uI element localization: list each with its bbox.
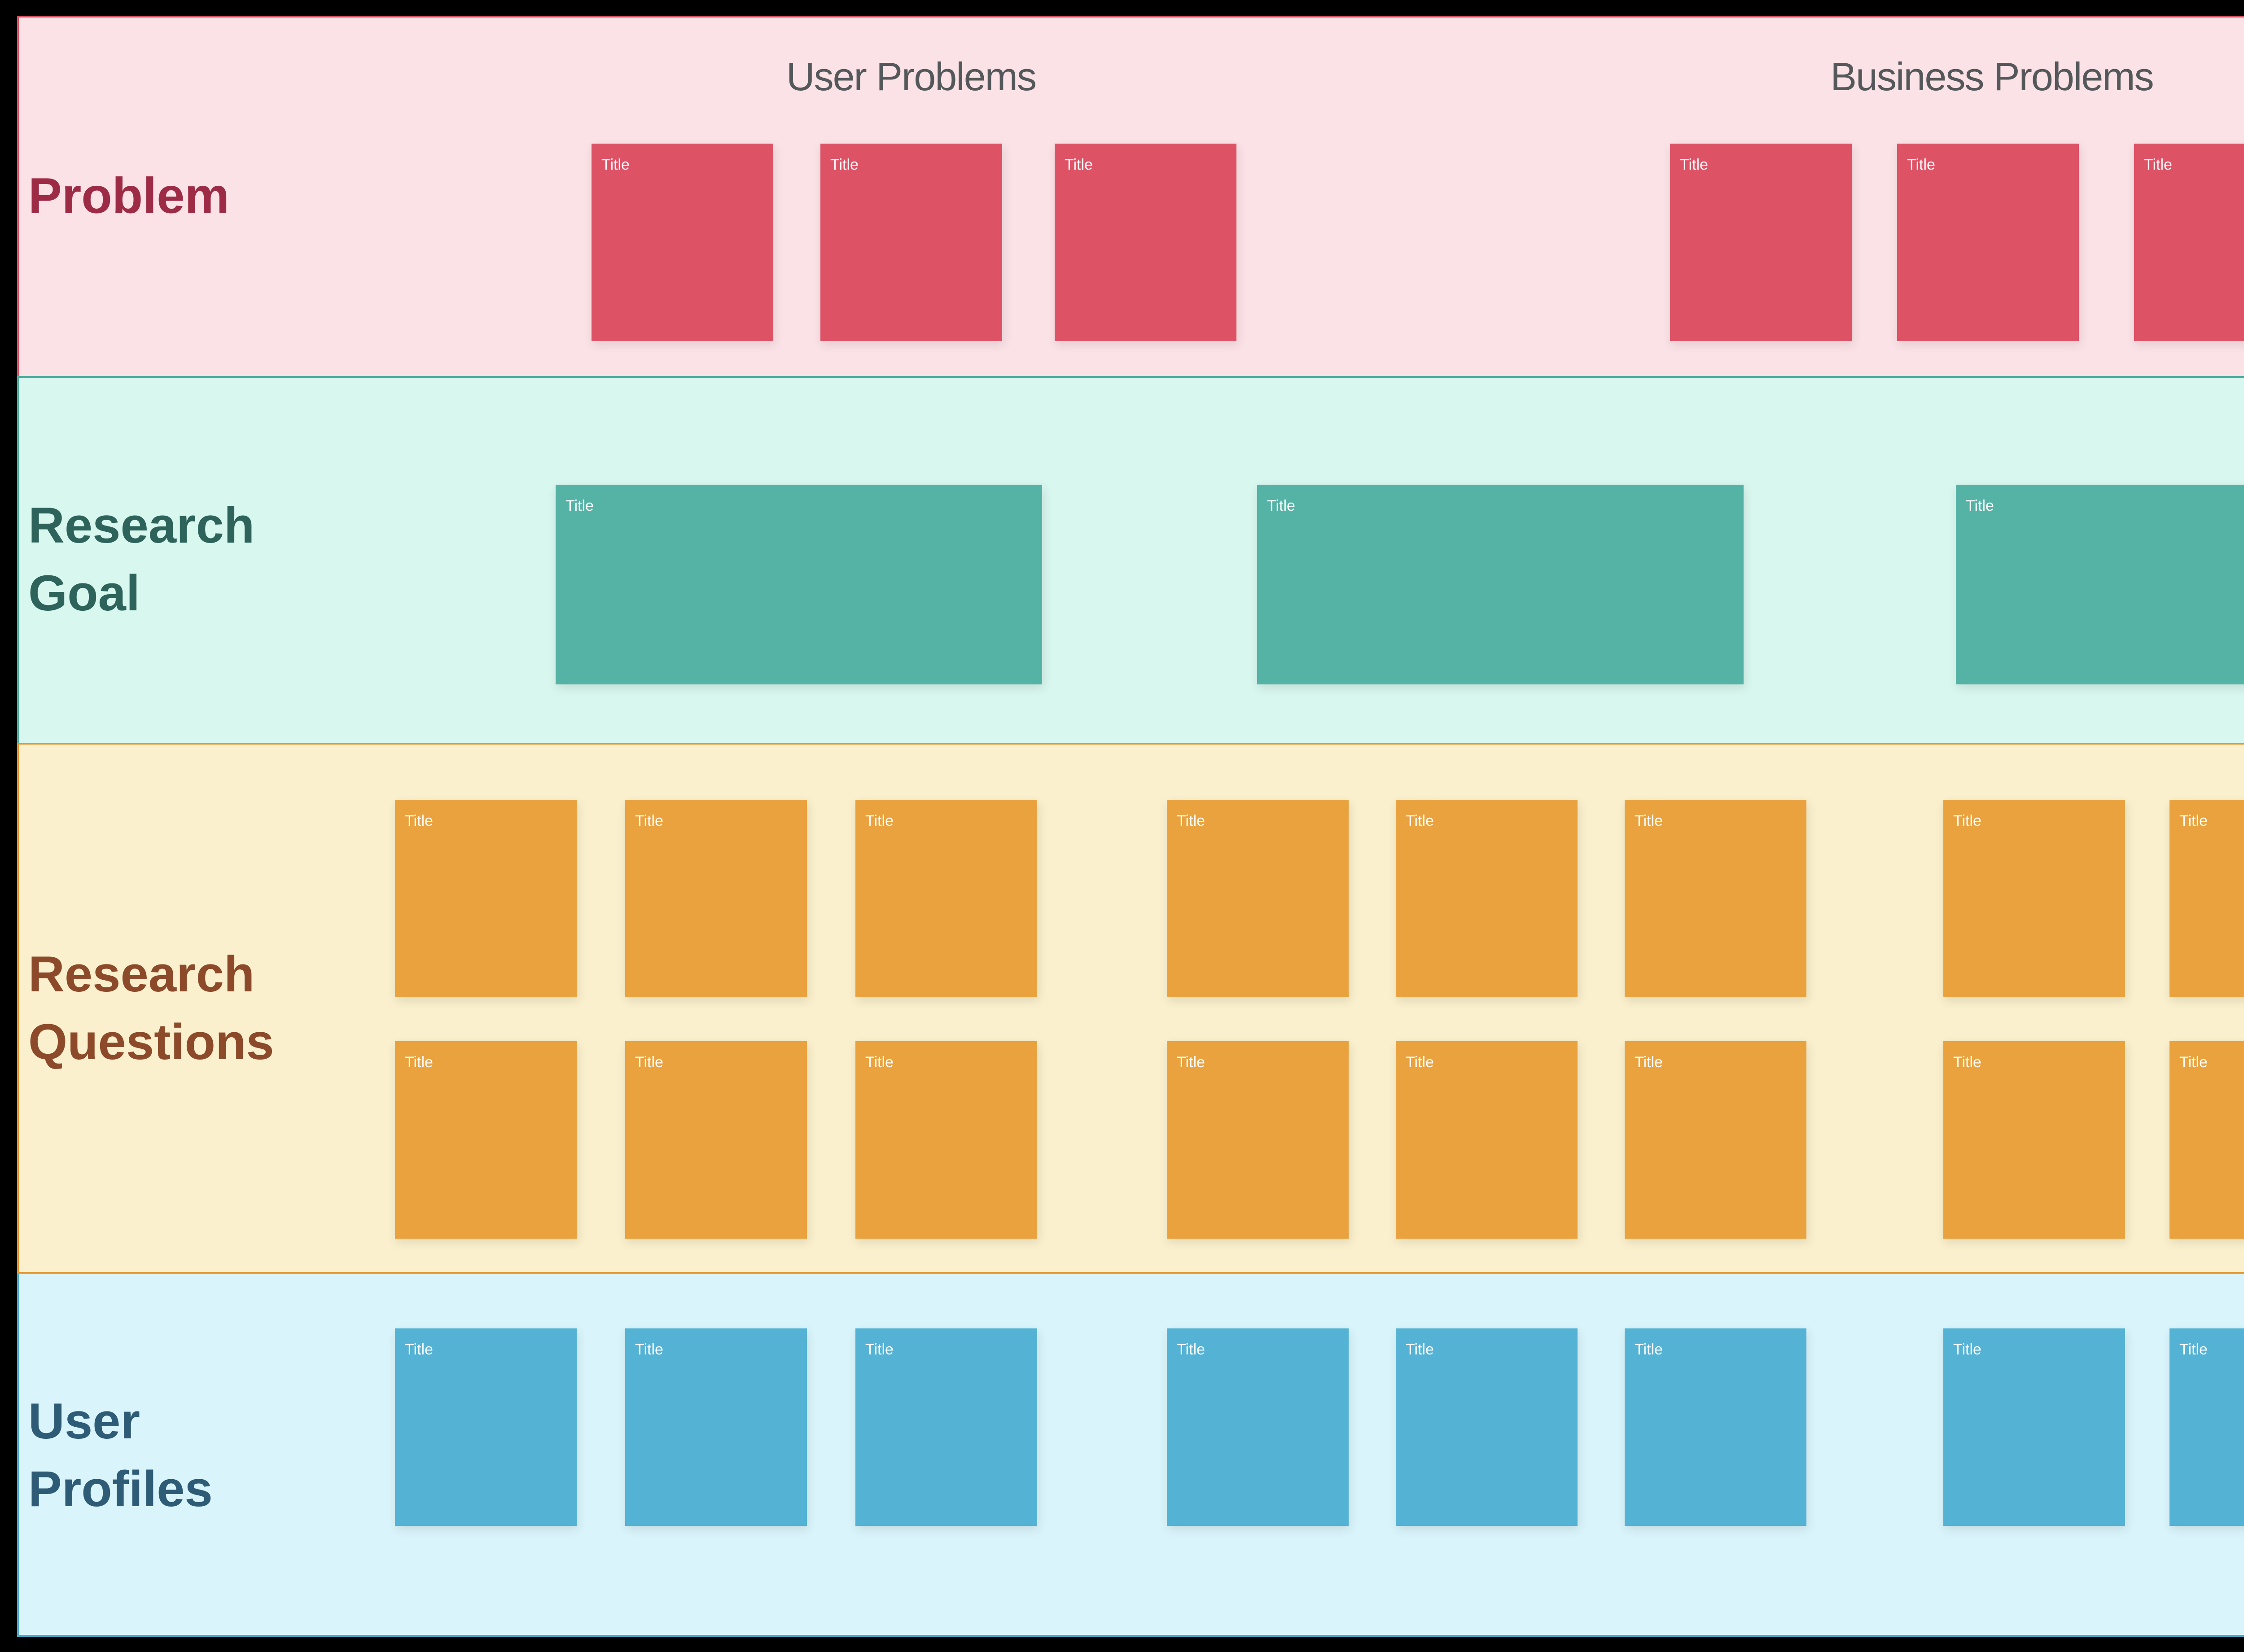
column-header-user-problems: User Problems — [786, 54, 1037, 99]
note-title: Title — [1406, 1054, 1434, 1071]
section-label-problem: Problem — [28, 162, 229, 229]
note-title: Title — [1966, 497, 1994, 514]
label-line: Questions — [28, 1014, 274, 1070]
note-title: Title — [2179, 1054, 2208, 1071]
label-line: User — [28, 1393, 140, 1449]
business-problem-note[interactable]: Title — [1670, 144, 1852, 341]
note-title: Title — [1406, 812, 1434, 829]
business-problem-note[interactable]: Title — [1897, 144, 2079, 341]
research-question-note[interactable]: Title — [1625, 1041, 1806, 1239]
note-title: Title — [1177, 812, 1205, 829]
note-title: Title — [1953, 812, 1981, 829]
research-question-note[interactable]: Title — [395, 800, 577, 997]
user-problem-note[interactable]: Title — [820, 144, 1002, 341]
research-question-note[interactable]: Title — [1396, 1041, 1578, 1239]
user-profile-note[interactable]: Title — [1167, 1328, 1349, 1526]
note-title: Title — [1635, 1054, 1663, 1071]
note-title: Title — [1177, 1054, 1205, 1071]
user-profile-note[interactable]: Title — [1396, 1328, 1578, 1526]
note-title: Title — [1177, 1341, 1205, 1358]
note-title: Title — [405, 1054, 433, 1071]
note-title: Title — [565, 497, 594, 514]
note-title: Title — [1406, 1341, 1434, 1358]
note-title: Title — [405, 812, 433, 829]
research-question-note[interactable]: Title — [1167, 800, 1349, 997]
section-label-research-questions: Research Questions — [28, 940, 274, 1076]
note-title: Title — [865, 1054, 894, 1071]
label-line: Research — [28, 497, 255, 553]
note-title: Title — [635, 812, 663, 829]
research-question-note[interactable]: Title — [2169, 1041, 2244, 1239]
research-question-note[interactable]: Title — [1943, 1041, 2125, 1239]
user-profile-note[interactable]: Title — [625, 1328, 807, 1526]
research-goal-card[interactable]: Title — [556, 485, 1042, 684]
user-profile-note[interactable]: Title — [1625, 1328, 1806, 1526]
section-research-questions — [17, 743, 2244, 1274]
research-question-note[interactable]: Title — [855, 800, 1037, 997]
section-label-user-profiles: User Profiles — [28, 1387, 213, 1523]
research-goal-card[interactable]: Title — [1956, 485, 2244, 684]
section-research-goal — [17, 376, 2244, 743]
note-title: Title — [1635, 812, 1663, 829]
business-problem-note[interactable]: Title — [2134, 144, 2244, 341]
user-problem-note[interactable]: Title — [1055, 144, 1236, 341]
note-title: Title — [2179, 1341, 2208, 1358]
research-question-note[interactable]: Title — [1396, 800, 1578, 997]
research-question-note[interactable]: Title — [855, 1041, 1037, 1239]
note-title: Title — [1680, 156, 1708, 173]
column-header-business-problems: Business Problems — [1830, 54, 2154, 99]
note-title: Title — [1907, 156, 1935, 173]
note-title: Title — [601, 156, 630, 173]
label-line: Problem — [28, 167, 230, 224]
note-title: Title — [2144, 156, 2172, 173]
user-problem-note[interactable]: Title — [592, 144, 773, 341]
label-line: Profiles — [28, 1461, 213, 1517]
research-question-note[interactable]: Title — [625, 800, 807, 997]
note-title: Title — [1267, 497, 1295, 514]
user-profile-note[interactable]: Title — [395, 1328, 577, 1526]
note-title: Title — [635, 1054, 663, 1071]
note-title: Title — [405, 1341, 433, 1358]
label-line: Goal — [28, 565, 140, 621]
research-goal-card[interactable]: Title — [1257, 485, 1744, 684]
section-user-profiles — [17, 1274, 2244, 1637]
research-question-note[interactable]: Title — [625, 1041, 807, 1239]
research-question-note[interactable]: Title — [2169, 800, 2244, 997]
note-title: Title — [1635, 1341, 1663, 1358]
user-profile-note[interactable]: Title — [2169, 1328, 2244, 1526]
user-profile-note[interactable]: Title — [1943, 1328, 2125, 1526]
label-line: Research — [28, 946, 255, 1002]
note-title: Title — [830, 156, 859, 173]
section-label-research-goal: Research Goal — [28, 491, 254, 627]
note-title: Title — [865, 812, 894, 829]
note-title: Title — [2179, 812, 2208, 829]
note-title: Title — [1953, 1341, 1981, 1358]
research-question-note[interactable]: Title — [1943, 800, 2125, 997]
research-question-note[interactable]: Title — [395, 1041, 577, 1239]
note-title: Title — [1953, 1054, 1981, 1071]
note-title: Title — [865, 1341, 894, 1358]
research-question-note[interactable]: Title — [1167, 1041, 1349, 1239]
note-title: Title — [635, 1341, 663, 1358]
user-profile-note[interactable]: Title — [855, 1328, 1037, 1526]
research-question-note[interactable]: Title — [1625, 800, 1806, 997]
note-title: Title — [1065, 156, 1093, 173]
research-plan-board: Problem Research Goal Research Questions… — [17, 16, 2244, 1637]
